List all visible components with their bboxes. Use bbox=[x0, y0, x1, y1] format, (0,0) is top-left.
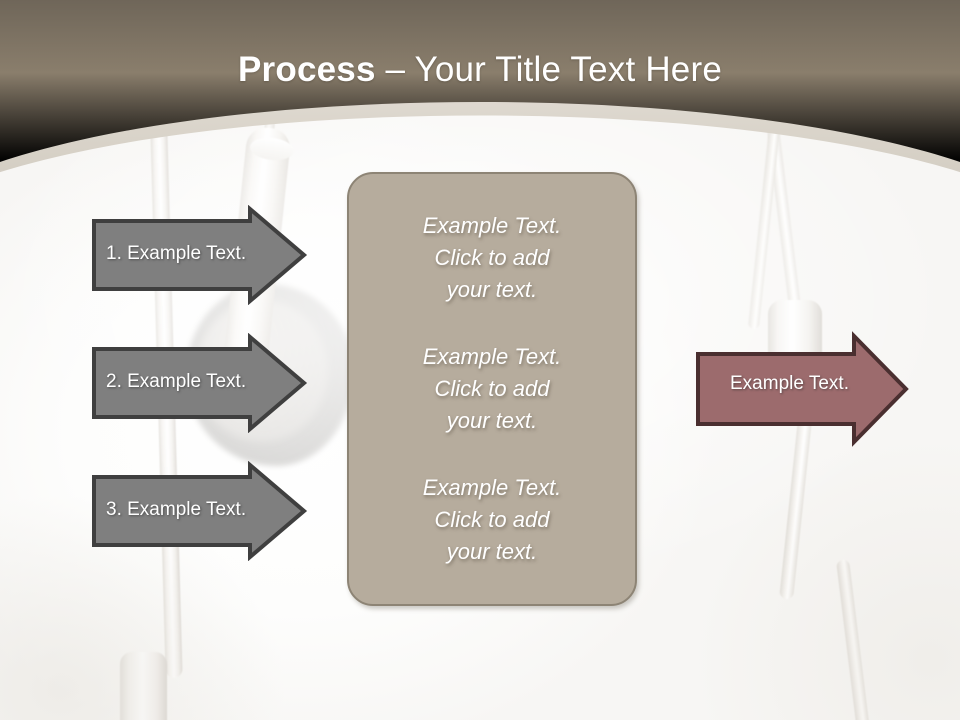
step-arrow-2[interactable] bbox=[90, 333, 308, 433]
step-arrow-1[interactable] bbox=[90, 205, 308, 305]
page-title-emphasis: Process bbox=[238, 50, 376, 89]
step-arrow-3[interactable] bbox=[90, 461, 308, 561]
result-arrow[interactable] bbox=[694, 330, 910, 448]
panel-text-block-2: Example Text. Click to add your text. bbox=[422, 344, 562, 433]
panel-text-block-3: Example Text. Click to add your text. bbox=[422, 475, 562, 564]
header-fill bbox=[0, 0, 960, 162]
panel-text-block-1: Example Text. Click to add your text. bbox=[422, 213, 562, 302]
page-title-rest: – Your Title Text Here bbox=[375, 50, 722, 89]
header-band: Process – Your Title Text Here bbox=[0, 0, 960, 190]
center-content-panel[interactable]: Example Text. Click to add your text. Ex… bbox=[347, 172, 637, 606]
page-title: Process – Your Title Text Here bbox=[0, 48, 960, 92]
